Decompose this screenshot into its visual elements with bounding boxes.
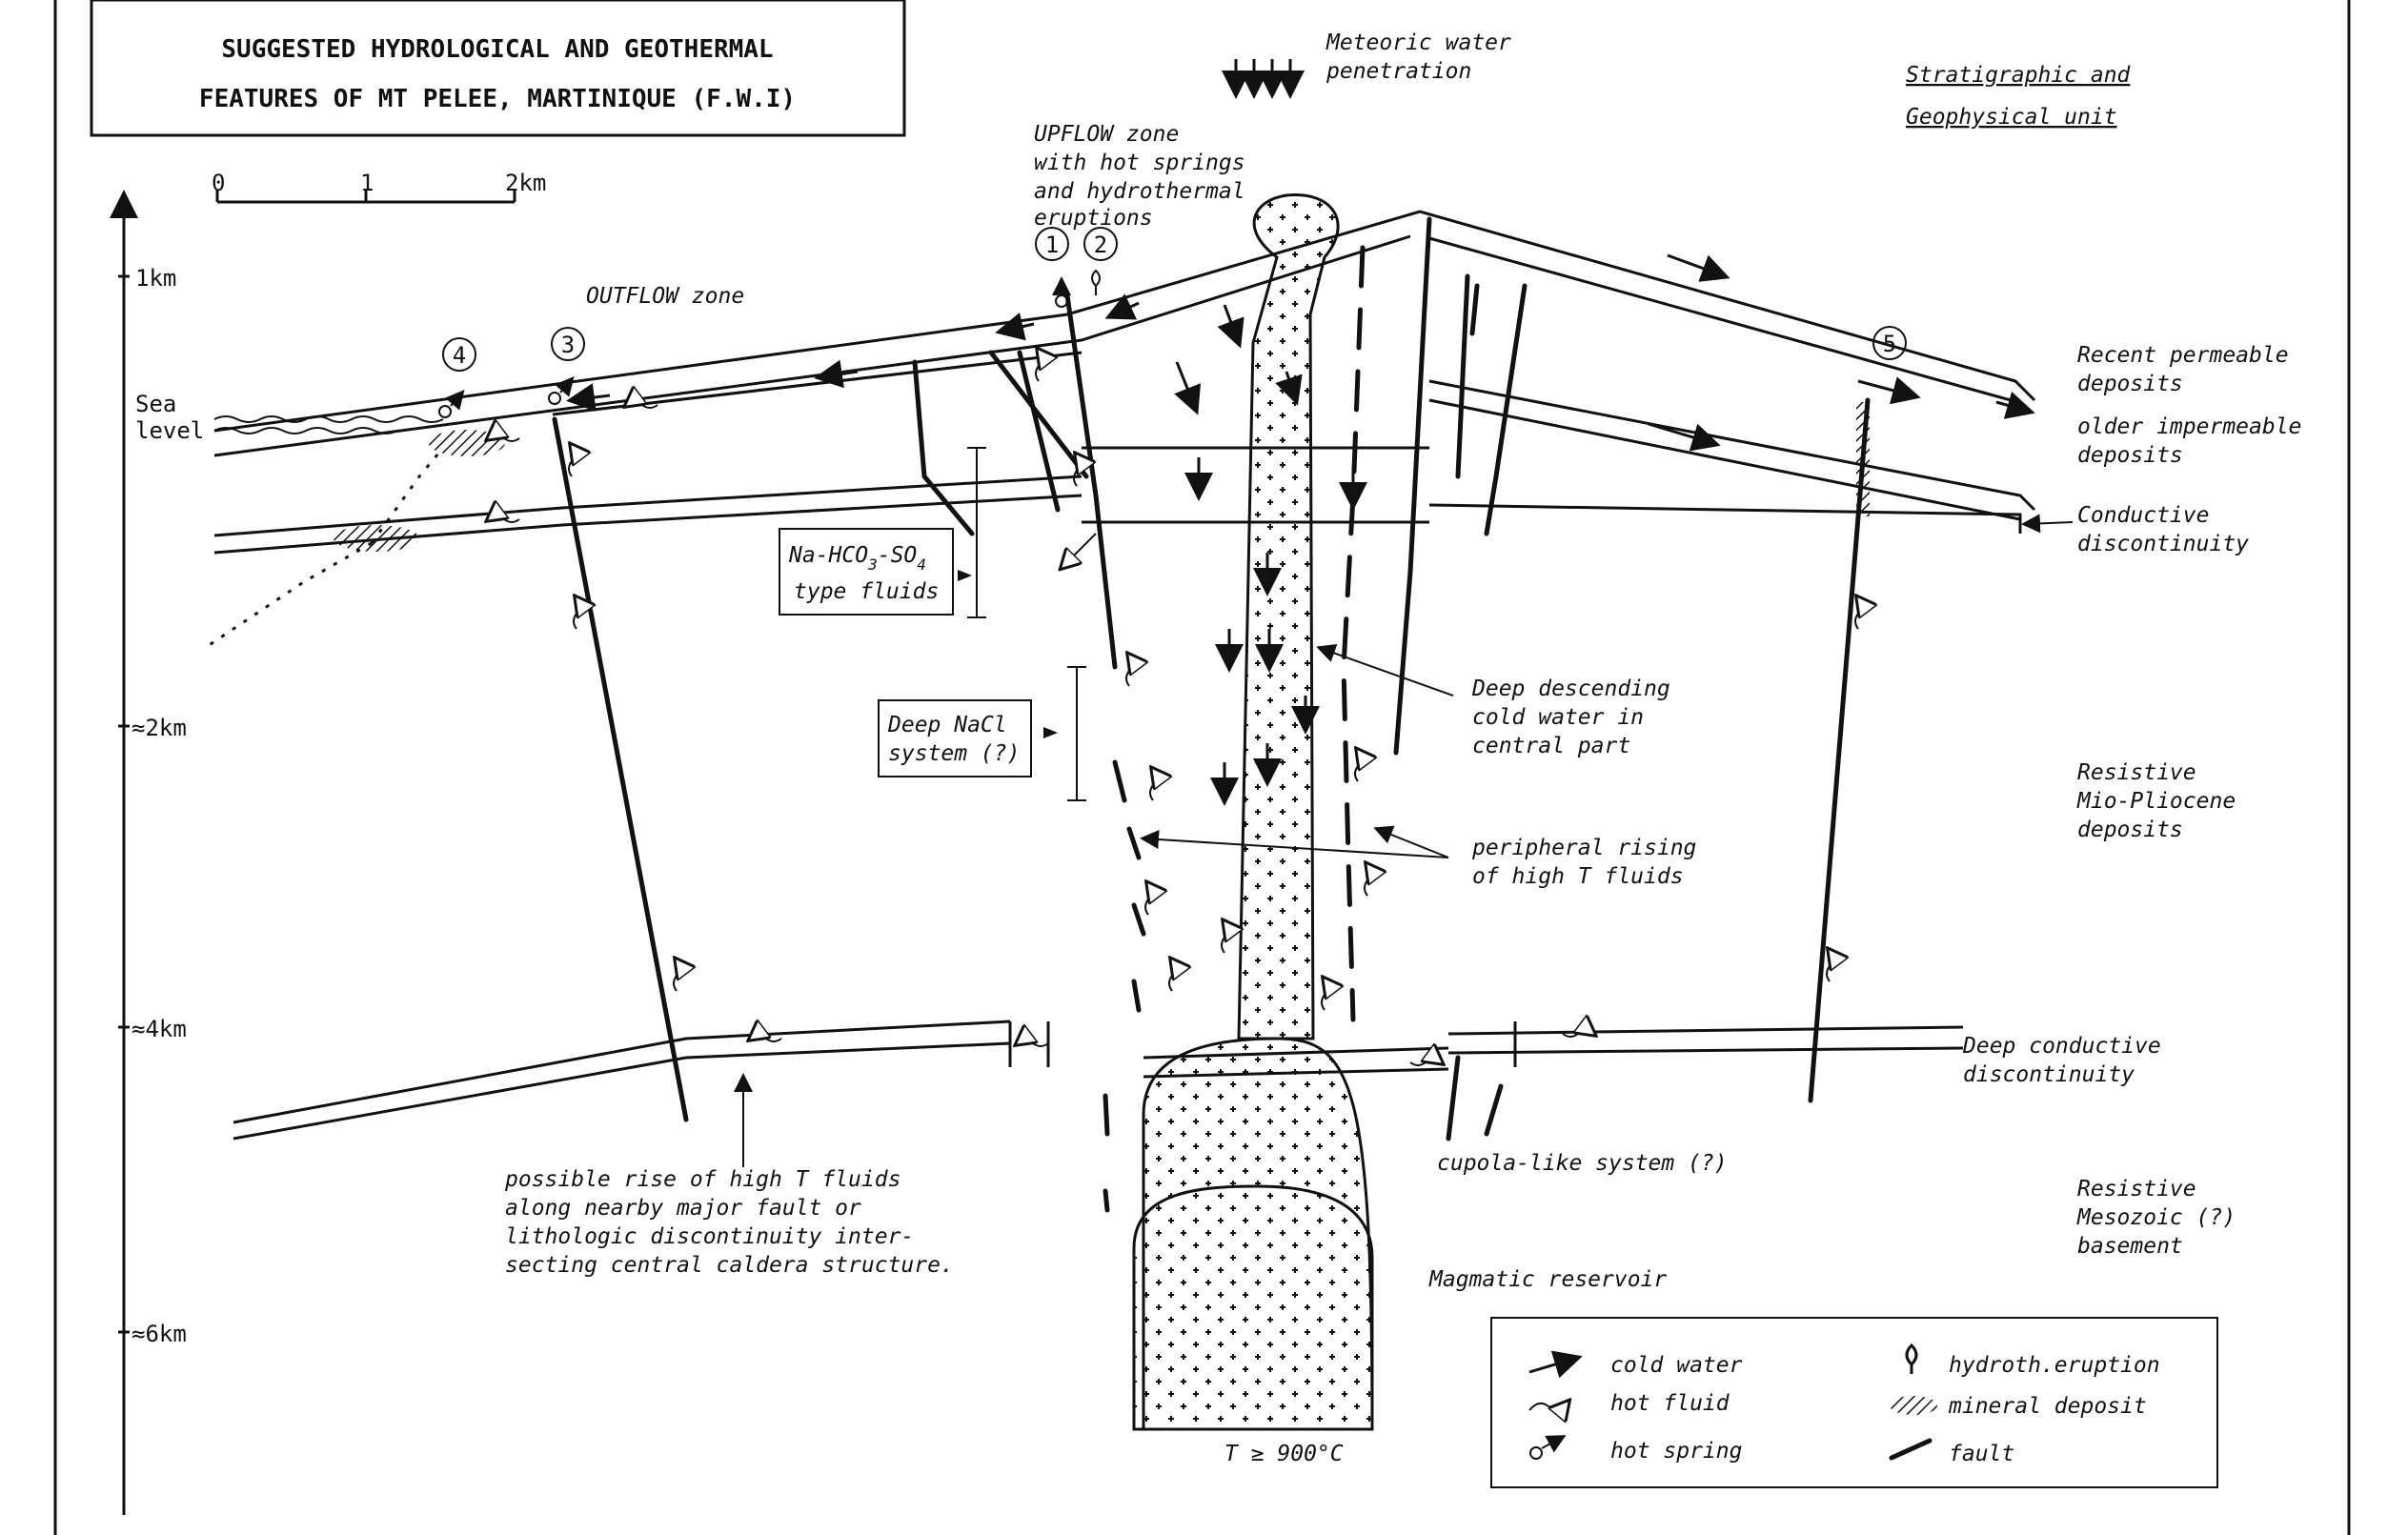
rise-note-1: possible rise of high T fluids: [504, 1167, 900, 1192]
sea-level-label-1: Sea: [135, 391, 176, 417]
unit-conductive-2: discontinuity: [2077, 532, 2249, 556]
sea-waves: [213, 415, 444, 423]
cupola-label: cupola-like system (?): [1437, 1151, 1728, 1176]
marker-4: 4: [453, 342, 466, 369]
hot-spring-icon-3: [548, 392, 561, 405]
unit-conductive-1: Conductive: [2077, 503, 2209, 528]
upflow-label-2: with hot springs: [1034, 151, 1245, 175]
scale-2km: 2km: [505, 170, 546, 196]
strat-header-2: Geophysical unit: [1906, 105, 2117, 130]
rising-note-2: of high T fluids: [1472, 864, 1684, 889]
unit-mio-2: Mio-Pliocene: [2076, 789, 2236, 814]
legend-mineral-icon: [1890, 1396, 1937, 1415]
legend-eruption-icon: [1905, 1343, 1918, 1374]
depth-1km: 1km: [135, 265, 176, 292]
unit-recent-2: deposits: [2077, 372, 2183, 396]
recent-deposits-layer: [213, 210, 2036, 457]
unit-meso-1: Resistive: [2077, 1177, 2196, 1202]
deep-conductive-layer: [233, 1020, 1964, 1141]
rise-note-2: along nearby major fault or: [505, 1196, 861, 1221]
sea-level-label-2: level: [135, 417, 204, 444]
hydroth-eruption-icon-2: [1091, 269, 1101, 295]
unit-older-1: older impermeable: [2077, 414, 2301, 439]
mineral-deposit-5: [1856, 402, 1870, 516]
meteoric-label-1: Meteoric water: [1325, 30, 1511, 55]
unit-older-2: deposits: [2077, 443, 2183, 468]
rise-note-4: secting central caldera structure.: [505, 1253, 954, 1278]
marker-3: 3: [561, 332, 575, 358]
na-hco3-so4-box: [779, 528, 954, 616]
hot-fluid-arrows: [489, 351, 1861, 1065]
title-line-1: SUGGESTED HYDROLOGICAL AND GEOTHERMAL: [221, 35, 773, 64]
rising-note-1: peripheral rising: [1471, 836, 1696, 860]
legend-hot-spring: hot spring: [1610, 1439, 1742, 1464]
scale-1: 1: [360, 170, 374, 196]
meteoric-label-2: penetration: [1325, 59, 1471, 84]
magmatic-reservoir: [1132, 1184, 1374, 1431]
meteoric-arrows-icon: [1222, 59, 1305, 99]
legend-cold-water: cold water: [1610, 1353, 1743, 1378]
depth-4km: ≈4km: [132, 1016, 187, 1042]
legend-fault: fault: [1949, 1442, 2014, 1466]
deep-nacl-box: [878, 699, 1032, 778]
upflow-label-1: UPFLOW zone: [1034, 122, 1179, 147]
scale-bar: [215, 191, 516, 204]
legend-hot-fluid: hot fluid: [1610, 1391, 1730, 1416]
legend-hot-fluid-icon: [1528, 1403, 1568, 1410]
mineral-deposit-deep: [334, 525, 419, 552]
magma-label: Magmatic reservoir: [1428, 1267, 1667, 1292]
descend-note-2: cold water in: [1472, 705, 1644, 730]
legend-fault-icon: [1889, 1438, 1932, 1461]
nacl-line-1: Deep NaCl: [887, 713, 1007, 737]
rise-note-3: lithologic discontinuity inter-: [505, 1224, 914, 1249]
unit-recent-1: Recent permeable: [2077, 343, 2289, 368]
legend-box: [1490, 1317, 2218, 1488]
upflow-label-4: eruptions: [1034, 206, 1153, 231]
na-box-line-2: type fluids: [794, 579, 939, 604]
unit-mio-1: Resistive: [2077, 760, 2196, 785]
title-line-2: FEATURES OF MT PELEE, MARTINIQUE (F.W.I): [199, 85, 796, 113]
marker-1: 1: [1045, 232, 1059, 258]
unit-meso-2: Mesozoic (?): [2076, 1205, 2236, 1230]
marker-5: 5: [1883, 331, 1896, 357]
faults: [552, 216, 1871, 1213]
scale-0: 0: [212, 170, 225, 196]
mineral-deposit-4: [429, 430, 505, 456]
hot-spring-icon-4: [438, 405, 452, 418]
marker-2: 2: [1094, 232, 1107, 258]
nacl-line-2: system (?): [888, 741, 1020, 766]
temperature-label: T ≥ 900°C: [1224, 1442, 1344, 1466]
unit-meso-3: basement: [2077, 1234, 2183, 1259]
depth-2km: ≈2km: [132, 715, 187, 741]
upflow-label-3: and hydrothermal: [1034, 179, 1245, 204]
descend-note-3: central part: [1472, 734, 1630, 758]
cold-water-arrows: [566, 253, 2035, 806]
legend-cold-water-icon: [1528, 1350, 1583, 1379]
legend-mineral-deposit: mineral deposit: [1948, 1394, 2147, 1419]
dotted-flow-path: [204, 541, 373, 650]
descend-note-1: Deep descending: [1471, 677, 1670, 701]
title-box: [90, 0, 906, 137]
unit-mio-3: deposits: [2077, 818, 2183, 842]
hot-spring-icon-1: [1055, 294, 1068, 308]
legend-hydroth-eruption: hydroth.eruption: [1949, 1353, 2160, 1378]
outflow-label: OUTFLOW zone: [586, 284, 744, 309]
strat-header-1: Stratigraphic and: [1906, 63, 2132, 88]
legend-hot-spring-icon: [1529, 1446, 1543, 1460]
na-box-line-1: Na-HCO3-SO4: [788, 543, 926, 574]
unit-deep-1: Deep conductive: [1962, 1034, 2161, 1059]
unit-deep-2: discontinuity: [1963, 1062, 2135, 1087]
depth-6km: ≈6km: [132, 1321, 187, 1347]
central-conduit: [1237, 193, 1340, 1040]
